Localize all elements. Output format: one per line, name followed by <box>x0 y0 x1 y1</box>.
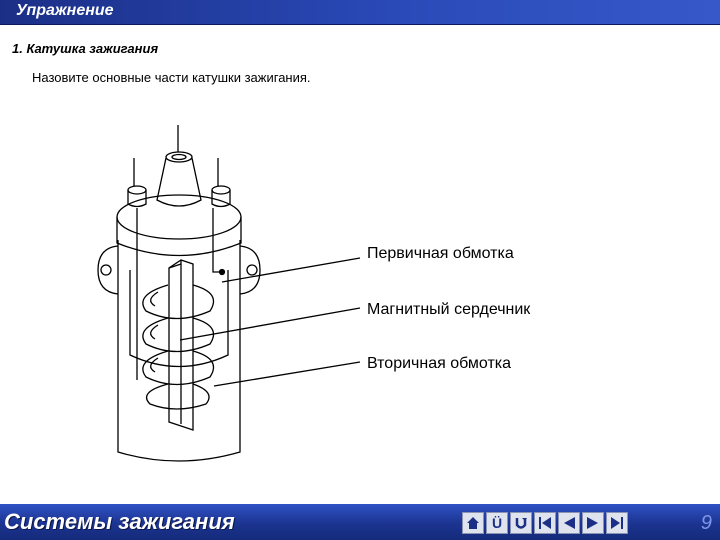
header-title: Упражнение <box>16 2 114 19</box>
coil-top-ellipse <box>116 194 242 240</box>
ignition-coil-diagram <box>97 125 361 462</box>
central-tower <box>156 157 202 207</box>
header-bar: Упражнение <box>0 0 720 25</box>
return-icon[interactable] <box>510 512 532 534</box>
next-icon[interactable] <box>582 512 604 534</box>
leader-line-primary <box>221 257 361 283</box>
leader-line-secondary <box>213 361 361 387</box>
page-number: 9 <box>700 512 712 534</box>
first-page-icon[interactable] <box>534 512 556 534</box>
section-title: 1. Катушка зажигания <box>12 41 159 56</box>
footer-bar: Системы зажигания Ü 9 <box>0 504 720 540</box>
home-icon[interactable] <box>462 512 484 534</box>
instruction-text: Назовите основные части катушки зажигани… <box>32 70 311 85</box>
left-terminal <box>127 185 147 195</box>
right-terminal <box>211 185 231 195</box>
label-primary-winding: Первичная обмотка <box>367 245 514 262</box>
right-ear <box>239 245 261 295</box>
slide-navigation: Ü <box>462 512 628 534</box>
coil-body <box>117 240 241 462</box>
previous-icon[interactable] <box>558 512 580 534</box>
u-icon[interactable]: Ü <box>486 512 508 534</box>
leader-line-core <box>179 307 361 341</box>
iron-core <box>168 259 194 431</box>
winding-loops <box>142 284 215 410</box>
footer-title: Системы зажигания <box>4 509 235 534</box>
left-ear <box>97 245 119 295</box>
label-secondary-winding: Вторичная обмотка <box>367 355 512 372</box>
label-magnetic-core: Магнитный сердечник <box>367 301 531 318</box>
last-page-icon[interactable] <box>606 512 628 534</box>
